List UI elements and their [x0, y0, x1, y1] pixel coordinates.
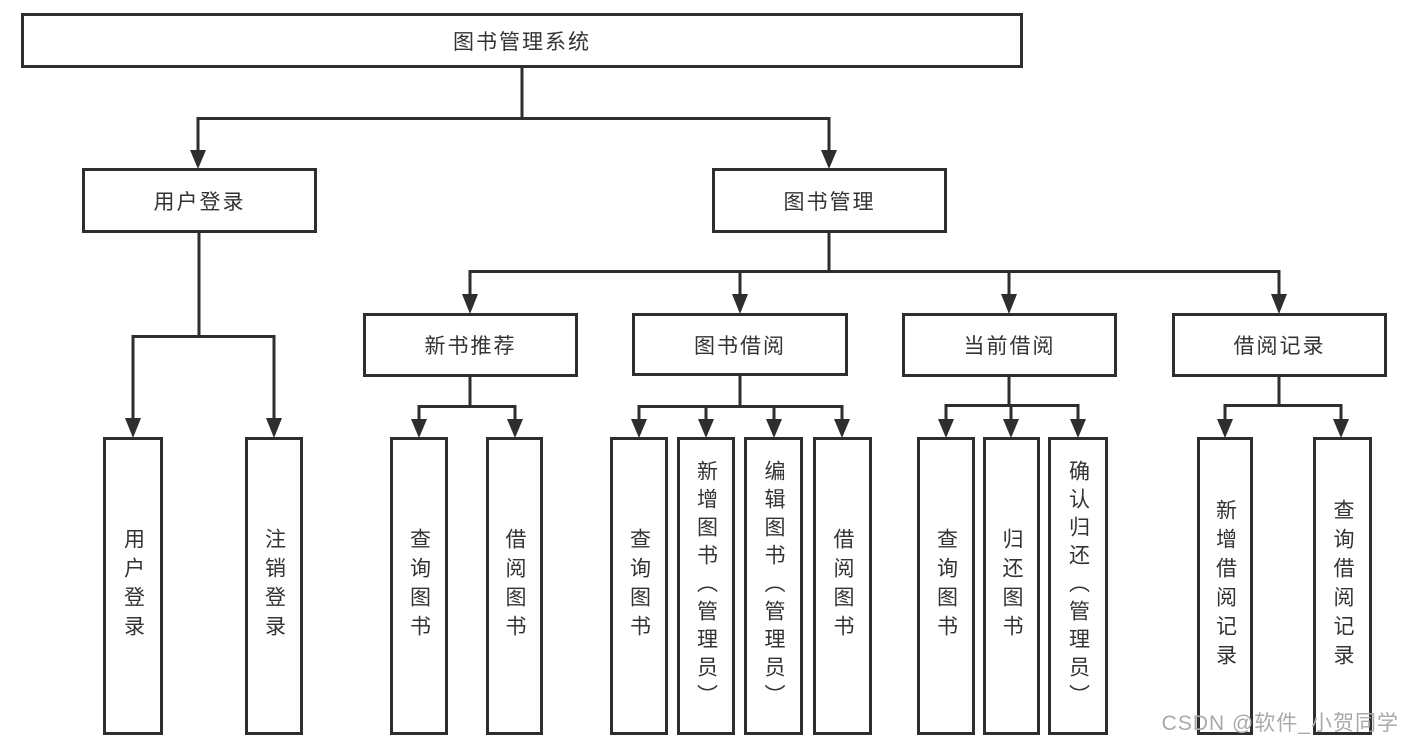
connector-borrow-records-to-leaves: [1217, 377, 1349, 438]
node-library-system: 图书管理系统: [21, 13, 1023, 68]
node-user-login-label: 用户登录: [153, 190, 246, 214]
node-current-borrow: 当前借阅: [902, 313, 1117, 377]
connector-new-book-to-leaves: [411, 377, 523, 438]
leaf-logout-label: 注销登录: [262, 528, 286, 644]
leaf-return-book-label: 归还图书: [1000, 528, 1023, 644]
connector-user-login-to-leaves: [125, 233, 282, 438]
connector-book-borrow-to-leaves: [631, 376, 850, 438]
leaf-query-borrow-record-label: 查询借阅记录: [1331, 499, 1354, 673]
connector-current-borrow-to-leaves: [938, 377, 1086, 438]
leaf-add-book-admin: 新增图书（管理员）: [677, 437, 735, 735]
leaf-query-books-borrow-label: 查询图书: [627, 528, 651, 644]
leaf-query-books-current-label: 查询图书: [934, 528, 958, 644]
node-current-borrow-label: 当前借阅: [963, 335, 1056, 358]
leaf-user-login: 用户登录: [103, 437, 163, 735]
node-new-book-recommend: 新书推荐: [363, 313, 578, 377]
leaf-query-borrow-record: 查询借阅记录: [1313, 437, 1372, 735]
leaf-borrow-books-borrow: 借阅图书: [813, 437, 872, 735]
connector-book-management-to-level3: [462, 233, 1287, 314]
node-user-login: 用户登录: [82, 168, 317, 233]
leaf-borrow-books-recommend: 借阅图书: [486, 437, 543, 735]
node-book-borrow: 图书借阅: [632, 313, 848, 376]
watermark: CSDN @软件_小贺同学: [1161, 712, 1399, 735]
node-library-system-label: 图书管理系统: [453, 30, 591, 54]
leaf-user-login-label: 用户登录: [121, 528, 145, 644]
leaf-query-books-current: 查询图书: [917, 437, 975, 735]
node-book-management-label: 图书管理: [783, 190, 876, 214]
connector-root-to-level2: [190, 68, 837, 169]
leaf-query-books-recommend-label: 查询图书: [407, 528, 431, 644]
leaf-edit-book-admin-label: 编辑图书（管理员）: [762, 460, 785, 712]
leaf-confirm-return-admin: 确认归还（管理员）: [1048, 437, 1108, 735]
leaf-return-book: 归还图书: [983, 437, 1040, 735]
leaf-query-books-recommend: 查询图书: [390, 437, 448, 735]
leaf-borrow-books-recommend-label: 借阅图书: [503, 528, 526, 644]
leaf-query-books-borrow: 查询图书: [610, 437, 668, 735]
leaf-edit-book-admin: 编辑图书（管理员）: [744, 437, 803, 735]
node-new-book-recommend-label: 新书推荐: [424, 335, 517, 358]
leaf-logout: 注销登录: [245, 437, 303, 735]
node-book-borrow-label: 图书借阅: [694, 334, 786, 358]
leaf-borrow-books-borrow-label: 借阅图书: [831, 528, 854, 644]
leaf-confirm-return-admin-label: 确认归还（管理员）: [1066, 460, 1090, 712]
leaf-add-borrow-record: 新增借阅记录: [1197, 437, 1253, 735]
node-borrow-records: 借阅记录: [1172, 313, 1387, 377]
leaf-add-borrow-record-label: 新增借阅记录: [1213, 499, 1237, 673]
node-borrow-records-label: 借阅记录: [1233, 335, 1326, 358]
leaf-add-book-admin-label: 新增图书（管理员）: [694, 460, 718, 712]
node-book-management: 图书管理: [712, 168, 947, 233]
